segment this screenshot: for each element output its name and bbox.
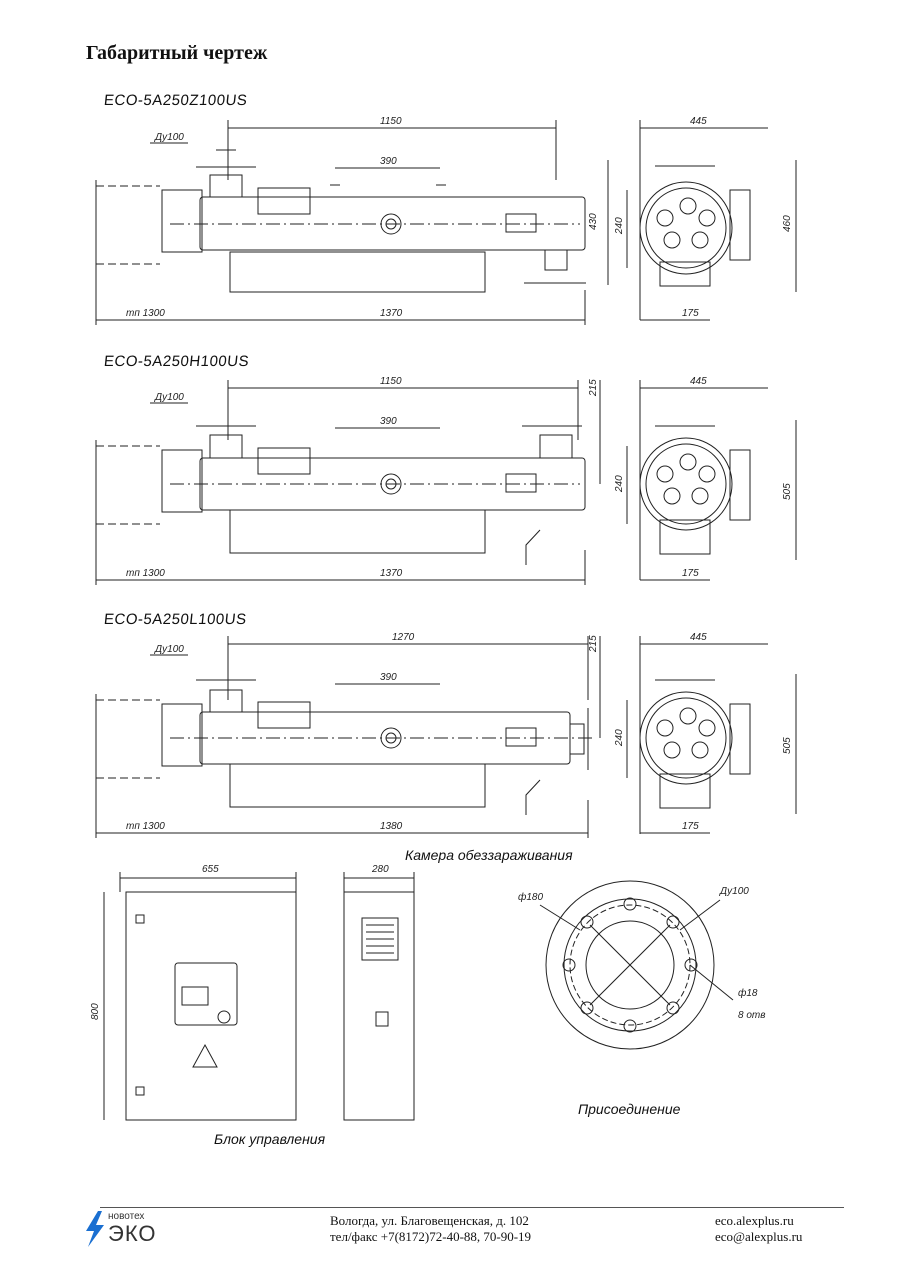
- brand-small: новотех: [108, 1211, 145, 1222]
- dim-240: 240: [614, 729, 625, 747]
- view-1-side: 445 240 460 175: [607, 116, 797, 321]
- dim-1370: 1370: [380, 568, 403, 579]
- flange-dn: Ду100: [719, 886, 749, 897]
- view-3-front: 1270 Ду100 390 тп 1300 1380 215: [95, 632, 601, 838]
- dim-445: 445: [690, 116, 707, 127]
- flange-label: Присоединение: [578, 1101, 681, 1117]
- flange-hole: ф18: [738, 987, 758, 999]
- dim-430: 430: [588, 213, 599, 230]
- dim-240: 240: [614, 475, 625, 493]
- dim-175: 175: [682, 308, 699, 319]
- brand-logo: новотех ЭКО: [84, 1211, 174, 1247]
- dim-505: 505: [782, 737, 793, 754]
- dim-505: 505: [782, 483, 793, 500]
- chamber-label: Камера обеззараживания: [405, 847, 573, 863]
- bolt-icon: [86, 1211, 104, 1247]
- dim-655: 655: [202, 864, 219, 875]
- dim-215: 215: [588, 379, 599, 397]
- dim-280: 280: [371, 864, 389, 875]
- page-title: Габаритный чертеж: [86, 42, 268, 64]
- dim-service: тп 1300: [126, 821, 165, 832]
- dim-service: тп 1300: [126, 568, 165, 579]
- dim-1370: 1370: [380, 308, 403, 319]
- view-2-side: 445 240 505 175: [614, 376, 797, 581]
- dim-175: 175: [682, 568, 699, 579]
- flange-holes: 8 отв: [738, 1010, 765, 1021]
- footer-contacts: eco.alexplus.ru eco@alexplus.ru: [715, 1213, 802, 1245]
- brand-big: ЭКО: [108, 1221, 157, 1246]
- email-link[interactable]: eco@alexplus.ru: [715, 1229, 803, 1244]
- dim-1270: 1270: [392, 632, 415, 643]
- dim-175: 175: [682, 821, 699, 832]
- dim-445: 445: [690, 632, 707, 643]
- view-2-front: 1150 Ду100 390 тп 1300 1370 215: [95, 376, 601, 585]
- site-link[interactable]: eco.alexplus.ru: [715, 1213, 794, 1228]
- dim-1150: 1150: [380, 376, 402, 387]
- dim-800: 800: [90, 1003, 101, 1020]
- dn-label: Ду100: [154, 644, 184, 655]
- footer-divider: [100, 1207, 844, 1208]
- dim-service: тп 1300: [126, 308, 165, 319]
- dim-390: 390: [380, 156, 397, 167]
- control-box-front: 655 800: [90, 864, 297, 1121]
- dim-390: 390: [380, 416, 397, 427]
- view-1-front: 1150 Ду100 390 тп 1300 1370 430: [95, 116, 599, 325]
- footer-address: Вологда, ул. Благовещенская, д. 102 тел/…: [330, 1213, 531, 1245]
- flange-drawing: ф180 Ду100 ф18 8 отв: [518, 880, 765, 1050]
- dim-445: 445: [690, 376, 707, 387]
- dim-460: 460: [782, 215, 793, 232]
- dim-215: 215: [588, 635, 599, 653]
- address-line: Вологда, ул. Благовещенская, д. 102: [330, 1213, 529, 1228]
- control-box-side: 280: [343, 864, 415, 1121]
- dim-1150: 1150: [380, 116, 402, 127]
- dn-label: Ду100: [154, 132, 184, 143]
- dn-label: Ду100: [154, 392, 184, 403]
- dim-240: 240: [614, 217, 625, 235]
- control-box-label: Блок управления: [214, 1131, 326, 1147]
- dim-1380: 1380: [380, 821, 403, 832]
- phone-line: тел/факс +7(8172)72-40-88, 70-90-19: [330, 1229, 532, 1244]
- dim-390: 390: [380, 672, 397, 683]
- view-3-side: 445 240 505 175: [614, 632, 797, 834]
- flange-pcd: ф180: [518, 891, 543, 903]
